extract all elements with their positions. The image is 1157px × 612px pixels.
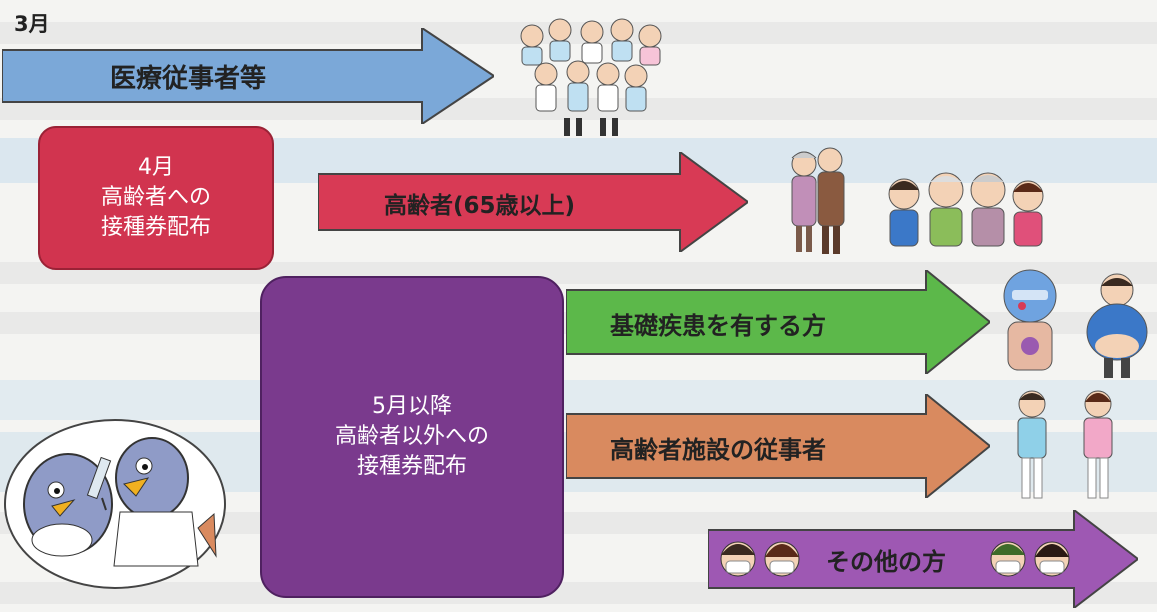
child-right	[1012, 180, 1044, 247]
april-target: 高齢者への	[100, 185, 211, 211]
masked-face-4	[1034, 541, 1070, 577]
arrow-underlying-conditions: 基礎疾患を有する方	[566, 270, 990, 374]
penguin-left	[23, 453, 113, 557]
arrow-others-shape	[708, 510, 1138, 608]
may-action: 接種券配布	[356, 453, 467, 479]
grandmother	[970, 172, 1006, 247]
arrow-facility-workers: 高齢者施設の従事者	[566, 394, 990, 498]
may-month: 5月以降	[372, 394, 452, 420]
arrow-elderly-shape	[318, 152, 748, 252]
care-worker-female	[1083, 390, 1113, 499]
child-left	[888, 178, 920, 247]
background-text-line	[0, 22, 1157, 44]
arrow-underlying-shape	[566, 270, 990, 374]
month-label-march: 3月	[14, 12, 50, 36]
masked-face-3	[990, 541, 1026, 577]
elderly-family-icon	[880, 160, 1052, 250]
masked-people-icon	[720, 541, 1070, 577]
arrow-medical-shape	[2, 28, 494, 124]
april-action: 接種券配布	[100, 214, 211, 240]
arrow-medical-label: 医療従事者等	[110, 64, 267, 94]
care-worker-male	[1017, 390, 1047, 499]
april-month: 4月	[138, 155, 174, 181]
penguin-vaccination-icon	[2, 416, 228, 592]
overweight-person-icon	[1084, 268, 1150, 380]
arrow-medical-staff: 医療従事者等	[2, 28, 494, 124]
arrow-elderly-label: 高齢者(65歳以上)	[384, 193, 576, 219]
masked-face-2	[764, 541, 800, 577]
medical-staff-group-icon	[512, 14, 672, 139]
arrow-others-label: その他の方	[826, 548, 946, 576]
arrow-elderly: 高齢者(65歳以上)	[318, 152, 748, 252]
penguin-right	[113, 437, 199, 567]
elderly-couple-icon	[782, 140, 850, 258]
may-distribution-box: 5月以降 高齢者以外への 接種券配布	[260, 276, 564, 598]
arrow-underlying-label: 基礎疾患を有する方	[610, 312, 826, 340]
grandfather	[928, 172, 964, 247]
syringe-icon	[86, 456, 112, 511]
care-workers-icon	[1010, 384, 1130, 502]
arrow-facility-label: 高齢者施設の従事者	[610, 436, 826, 464]
april-distribution-box: 4月 高齢者への 接種券配布	[38, 126, 274, 270]
arrow-others: その他の方	[708, 510, 1138, 608]
may-target: 高齢者以外への	[334, 424, 489, 450]
sick-person-icon	[990, 262, 1070, 374]
masked-face-1	[720, 541, 756, 577]
arrow-facility-shape	[566, 394, 990, 498]
